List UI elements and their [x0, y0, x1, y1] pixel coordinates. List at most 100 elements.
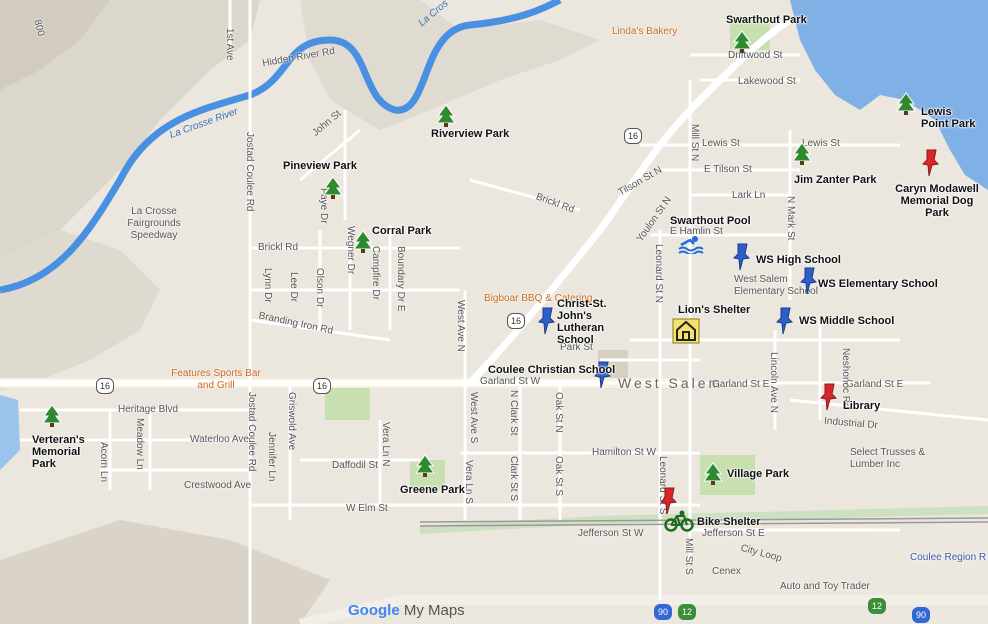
road-label: Lewis St — [702, 138, 740, 149]
road-label: Lynn Dr — [262, 268, 273, 303]
road-label: Meadow Ln — [134, 418, 145, 470]
tree-icon[interactable] — [415, 454, 435, 478]
shelter-icon[interactable] — [672, 318, 700, 344]
road-label: Mill St S — [683, 538, 694, 575]
tree-icon[interactable] — [732, 30, 752, 54]
place-label[interactable]: Bigboar BBQ & Catering — [484, 293, 593, 304]
school-label[interactable]: WS Elementary School — [818, 278, 938, 290]
bike-shelter-label[interactable]: Bike Shelter — [697, 516, 761, 528]
road-label: Park St — [560, 342, 593, 353]
blue-pin-icon[interactable] — [776, 306, 794, 336]
road-label: Lakewood St — [738, 76, 796, 87]
school-label[interactable]: Christ-St. John's Lutheran School — [557, 298, 607, 346]
road-label: Lark Ln — [732, 190, 766, 201]
road-label: Neshonoc Rd — [840, 348, 851, 409]
pool-label[interactable]: Swarthout Pool — [670, 215, 751, 227]
place-label[interactable]: Auto and Toy Trader — [780, 581, 870, 592]
road-label: Acorn Ln — [98, 442, 109, 483]
tree-icon[interactable] — [323, 176, 343, 200]
blue-pin-icon[interactable] — [800, 266, 818, 296]
tree-icon[interactable] — [353, 230, 373, 254]
park-label[interactable]: Swarthout Park — [726, 14, 807, 26]
route-12-shield: 12 — [678, 604, 696, 620]
route-12-shield: 12 — [868, 598, 886, 614]
school-label[interactable]: WS High School — [756, 254, 841, 266]
blue-pin-icon[interactable] — [733, 242, 751, 272]
interstate-90-shield: 90 — [912, 607, 930, 623]
red-pin-icon[interactable] — [660, 486, 678, 516]
road-label: Boundary Dr E — [395, 246, 406, 312]
logo-text: Google — [348, 602, 400, 619]
road-label: Lee Dr — [288, 272, 299, 303]
road-label: Griswold Ave — [286, 392, 297, 451]
road-label: Oak St S — [553, 456, 564, 497]
la-crosse-river — [0, 0, 562, 294]
park-label[interactable]: Verteran's Memorial Park — [32, 434, 85, 470]
place-label[interactable]: La Crosse Fairgrounds Speedway — [127, 206, 181, 241]
road-label: Garland St E — [846, 379, 904, 390]
route-16-shield: 16 — [313, 378, 331, 394]
road-label: Olson Dr — [314, 268, 325, 308]
road-label: Daffodil St — [332, 460, 378, 471]
tree-icon[interactable] — [436, 104, 456, 128]
road-label: Vera Ln S — [463, 460, 474, 504]
tree-icon[interactable] — [42, 404, 62, 428]
road-label: Wegner Dr — [345, 226, 356, 275]
road-label: Jostad Coulee Rd — [244, 132, 255, 212]
road-label: Brickl Rd — [258, 242, 299, 253]
interstate-90-shield: 90 — [654, 604, 672, 620]
logo-suffix: My Maps — [403, 602, 465, 619]
park-label[interactable]: Corral Park — [372, 225, 432, 237]
road-label: Mill St N — [689, 124, 700, 162]
blue-pin-icon[interactable] — [594, 360, 612, 390]
place-label[interactable]: Select Trusses & Lumber Inc — [850, 447, 926, 470]
lake — [790, 0, 988, 190]
park-label[interactable]: Pineview Park — [283, 160, 357, 172]
place-label[interactable]: West Salem Elementary School — [734, 274, 818, 297]
school-label[interactable]: WS Middle School — [799, 315, 895, 327]
red-pin-icon[interactable] — [922, 148, 940, 178]
tree-icon[interactable] — [896, 92, 916, 116]
road-label: Crestwood Ave — [184, 480, 252, 491]
road-label: Jefferson St W — [578, 528, 644, 539]
park-label[interactable]: Village Park — [727, 468, 790, 480]
place-label[interactable]: Linda's Bakery — [612, 26, 678, 37]
road-label: Clark St S — [508, 456, 519, 502]
tree-icon[interactable] — [703, 462, 723, 486]
road-label: West Ave S — [468, 392, 479, 444]
school-label[interactable]: Coulee Christian School — [488, 364, 616, 376]
google-my-maps-logo: Google My Maps — [348, 602, 465, 619]
place-label[interactable]: Features Sports Bar and Grill — [171, 368, 261, 391]
road-label: Garland St W — [480, 376, 541, 387]
park-label[interactable]: Greene Park — [400, 484, 465, 496]
road-label: Leonard St S — [657, 456, 668, 515]
place-label[interactable]: Cenex — [712, 566, 741, 577]
road-label: Faye Dr — [318, 188, 329, 224]
bicycle-icon[interactable] — [664, 510, 694, 532]
road-label: Jennifer Ln — [266, 432, 277, 482]
road-label: Lincoln Ave N — [768, 352, 779, 413]
park-label[interactable]: Jim Zanter Park — [794, 174, 877, 186]
place-label[interactable]: Coulee Region R — [910, 552, 987, 563]
road-label: Lewis St — [802, 138, 840, 149]
blue-pin-icon[interactable] — [538, 306, 556, 336]
library-label[interactable]: Library — [843, 400, 881, 412]
road-label: Vera Ln N — [380, 422, 391, 467]
swimming-icon[interactable] — [678, 234, 704, 254]
tree-icon[interactable] — [792, 142, 812, 166]
road-label: 1st Ave — [224, 28, 235, 61]
route-16-shield: 16 — [507, 313, 525, 329]
road-label: Jefferson St E — [702, 528, 765, 539]
shelter-label[interactable]: Lion's Shelter — [678, 304, 751, 316]
dog-park-label[interactable]: Caryn Modawell Memorial Dog Park — [895, 183, 979, 219]
road-label: West Ave N — [455, 300, 466, 352]
park-label[interactable]: Lewis Point Park — [921, 106, 976, 130]
red-pin-icon[interactable] — [820, 382, 838, 412]
road-label: Waterloo Ave — [190, 434, 249, 445]
town-label: West Salem — [618, 375, 724, 391]
route-16-shield: 16 — [96, 378, 114, 394]
park-label[interactable]: Riverview Park — [431, 128, 510, 140]
road-label: E Tilson St — [704, 164, 752, 175]
road-label: Campfire Dr — [370, 246, 381, 300]
